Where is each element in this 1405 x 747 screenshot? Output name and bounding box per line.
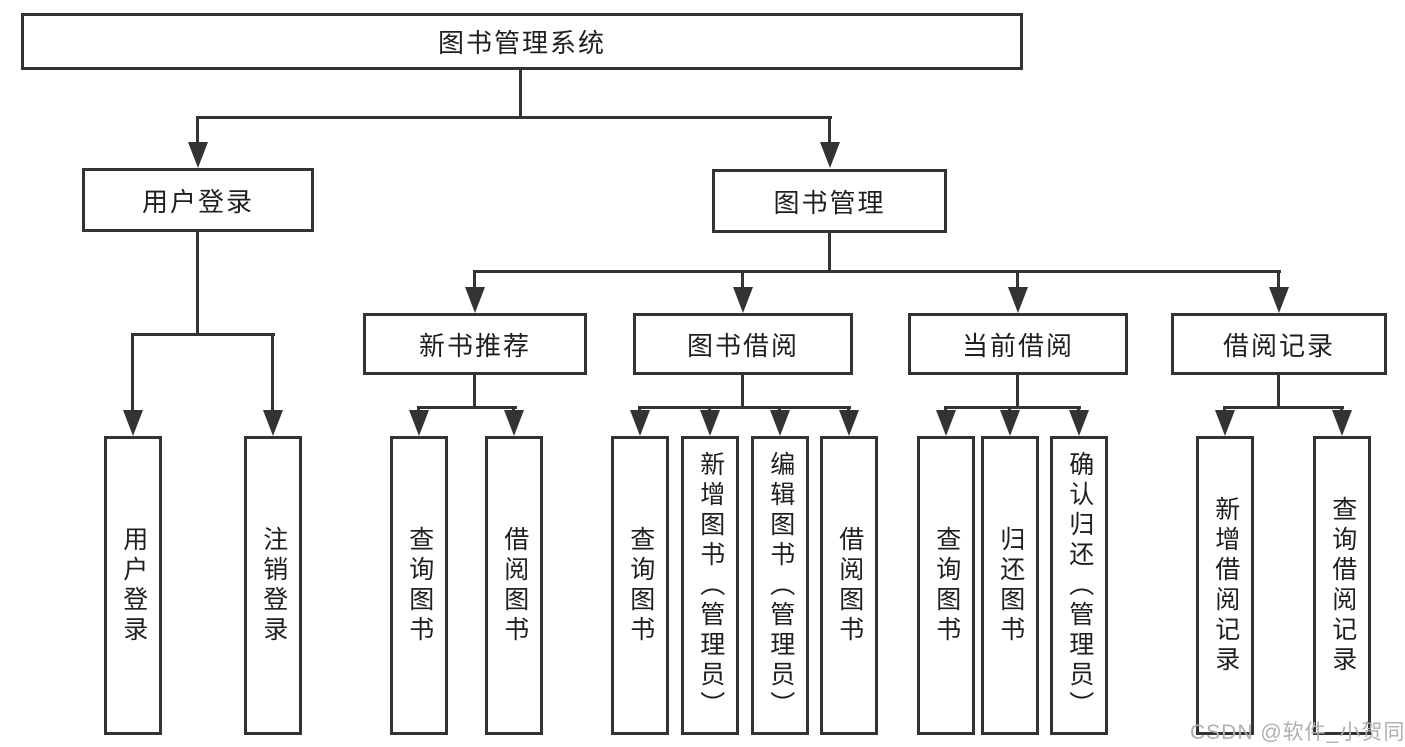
connector-line: [741, 270, 744, 290]
node-current-borrowing: 当前借阅: [908, 313, 1128, 375]
leaf-confirm-return-admin: 确认归还（管理员）: [1050, 436, 1108, 735]
arrow-down-icon: [630, 410, 650, 436]
leaf-user-login: 用户登录: [104, 436, 162, 735]
node-book-management: 图书管理: [712, 169, 947, 233]
connector-line: [271, 333, 274, 411]
arrow-down-icon: [1332, 410, 1352, 436]
leaf-label: 注销登录: [259, 525, 288, 646]
leaf-add-borrow-record: 新增借阅记录: [1196, 436, 1254, 735]
leaf-label: 查询图书: [405, 525, 434, 646]
arrow-down-icon: [263, 410, 283, 436]
connector-line: [741, 374, 744, 408]
connector-line: [828, 232, 831, 273]
arrow-down-icon: [700, 410, 720, 436]
arrow-down-icon: [770, 410, 790, 436]
leaf-label: 查询图书: [932, 525, 961, 646]
arrow-down-icon: [504, 410, 524, 436]
leaf-label: 借阅图书: [500, 525, 529, 646]
arrow-down-icon: [123, 410, 143, 436]
leaf-label: 确认归还（管理员）: [1065, 450, 1094, 721]
connector-line: [196, 231, 199, 335]
node-label: 当前借阅: [961, 330, 1074, 361]
arrow-down-icon: [465, 287, 485, 313]
connector-line: [196, 116, 199, 144]
arrow-down-icon: [1000, 410, 1020, 436]
watermark: CSDN @软件_小贺同学: [1190, 721, 1405, 744]
connector-line: [1223, 406, 1344, 409]
arrow-down-icon: [1069, 410, 1089, 436]
arrow-down-icon: [820, 142, 840, 168]
node-root: 图书管理系统: [21, 13, 1023, 70]
node-book-borrowing: 图书借阅: [633, 313, 853, 375]
node-label: 图书借阅: [686, 330, 799, 361]
leaf-add-book-admin: 新增图书（管理员）: [681, 436, 739, 735]
arrow-down-icon: [409, 410, 429, 436]
leaf-borrow-books: 借阅图书: [820, 436, 878, 735]
node-label: 用户登录: [141, 186, 254, 217]
node-root-label: 图书管理系统: [437, 28, 606, 58]
leaf-label: 编辑图书（管理员）: [766, 450, 795, 721]
leaf-label: 查询借阅记录: [1328, 495, 1357, 676]
leaf-label: 新增图书（管理员）: [696, 450, 725, 721]
connector-line: [196, 116, 832, 119]
connector-line: [417, 406, 517, 409]
arrow-down-icon: [1215, 410, 1235, 436]
arrow-down-icon: [188, 142, 208, 168]
leaf-query-books-borrowing: 查询图书: [611, 436, 669, 735]
arrow-down-icon: [839, 410, 859, 436]
arrow-down-icon: [936, 410, 956, 436]
leaf-query-books-recommend: 查询图书: [390, 436, 448, 735]
leaf-label: 查询图书: [626, 525, 655, 646]
connector-line: [131, 333, 134, 411]
connector-line: [638, 406, 851, 409]
arrow-down-icon: [1008, 287, 1028, 313]
leaf-label: 借阅图书: [835, 525, 864, 646]
node-borrow-records: 借阅记录: [1171, 313, 1387, 375]
connector-line: [944, 406, 1081, 409]
node-user-login: 用户登录: [82, 168, 314, 232]
leaf-edit-book-admin: 编辑图书（管理员）: [751, 436, 809, 735]
connector-line: [131, 333, 275, 336]
leaf-query-borrow-record: 查询借阅记录: [1313, 436, 1371, 735]
leaf-return-book: 归还图书: [981, 436, 1039, 735]
leaf-label: 归还图书: [996, 525, 1025, 646]
leaf-logout: 注销登录: [244, 436, 302, 735]
connector-line: [519, 69, 522, 117]
node-new-book-recommend: 新书推荐: [363, 313, 587, 375]
leaf-label: 用户登录: [119, 525, 148, 646]
connector-line: [1016, 374, 1019, 408]
leaf-borrow-books-recommend: 借阅图书: [485, 436, 543, 735]
connector-line: [1277, 270, 1280, 290]
node-label: 借阅记录: [1222, 330, 1335, 361]
node-label: 新书推荐: [418, 330, 531, 361]
connector-line: [473, 270, 476, 290]
arrow-down-icon: [1269, 287, 1289, 313]
connector-line: [1016, 270, 1019, 290]
connector-line: [473, 270, 1281, 273]
leaf-label: 新增借阅记录: [1211, 495, 1240, 676]
node-label: 图书管理: [773, 187, 886, 218]
connector-line: [828, 116, 831, 144]
leaf-query-books-current: 查询图书: [917, 436, 975, 735]
arrow-down-icon: [733, 287, 753, 313]
connector-line: [1277, 374, 1280, 408]
connector-line: [473, 374, 476, 408]
